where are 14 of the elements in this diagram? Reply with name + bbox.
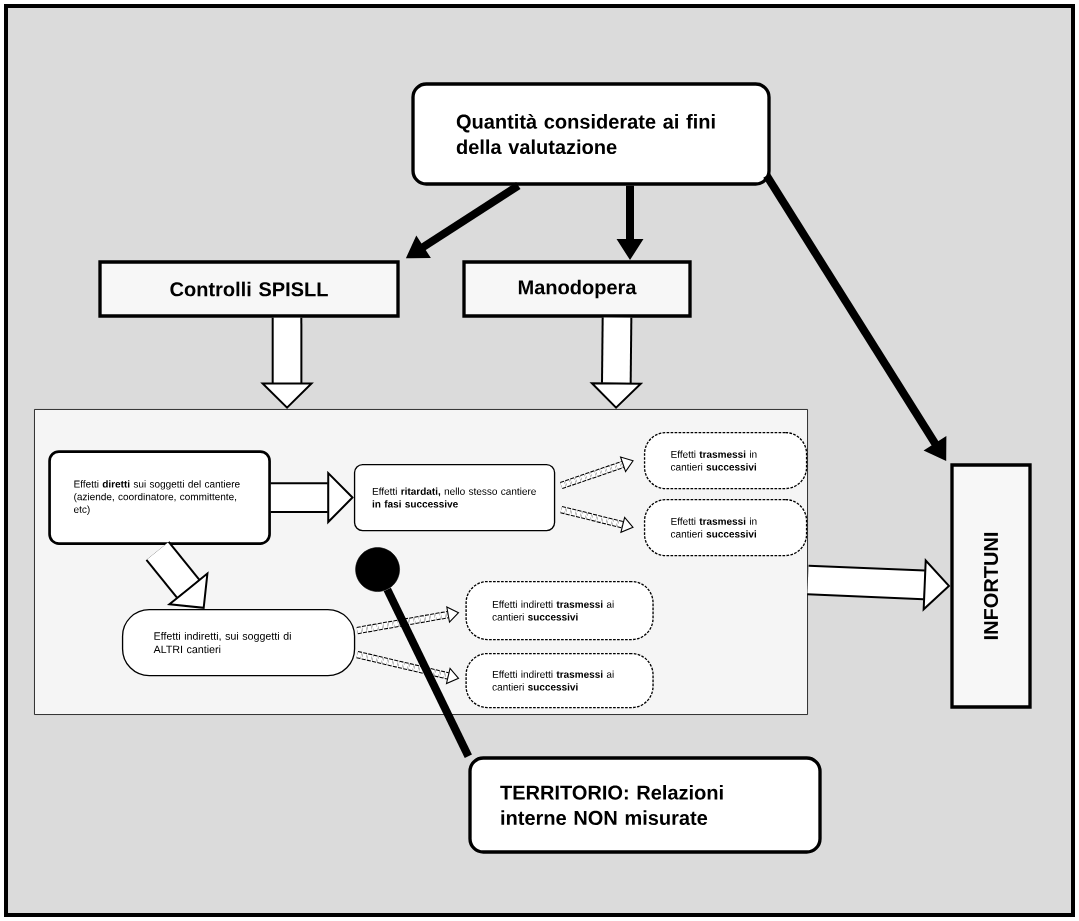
rounded-box: TERRITORIO: Relazioni interne NON misurate [468,756,822,854]
dashed-pill: Effetti indiretti trasmessi ai cantieri successivi [465,580,654,641]
callout-box: Manodopera [462,260,692,318]
rounded-box: Effetti diretti sui soggetti del cantiere (aziende, coordinatore, committente, etc) [48,450,271,545]
rounded-box: Quantità considerate ai fini della valutazione [411,82,771,186]
dashed-arrow [356,606,460,635]
dashed-pill: Effetti trasmessi in cantieri successivi [643,498,808,557]
dashed-arrow [560,456,634,490]
dot [355,547,400,592]
callout-box: Controlli SPISLL [98,260,400,318]
dashed-pill: Effetti indiretti trasmessi ai cantieri successivi [465,652,654,709]
block-arrow [145,541,209,609]
vertical-box: INFORTUNI [950,463,1032,709]
dashed-pill: Effetti trasmessi in cantieri successivi [643,431,808,490]
